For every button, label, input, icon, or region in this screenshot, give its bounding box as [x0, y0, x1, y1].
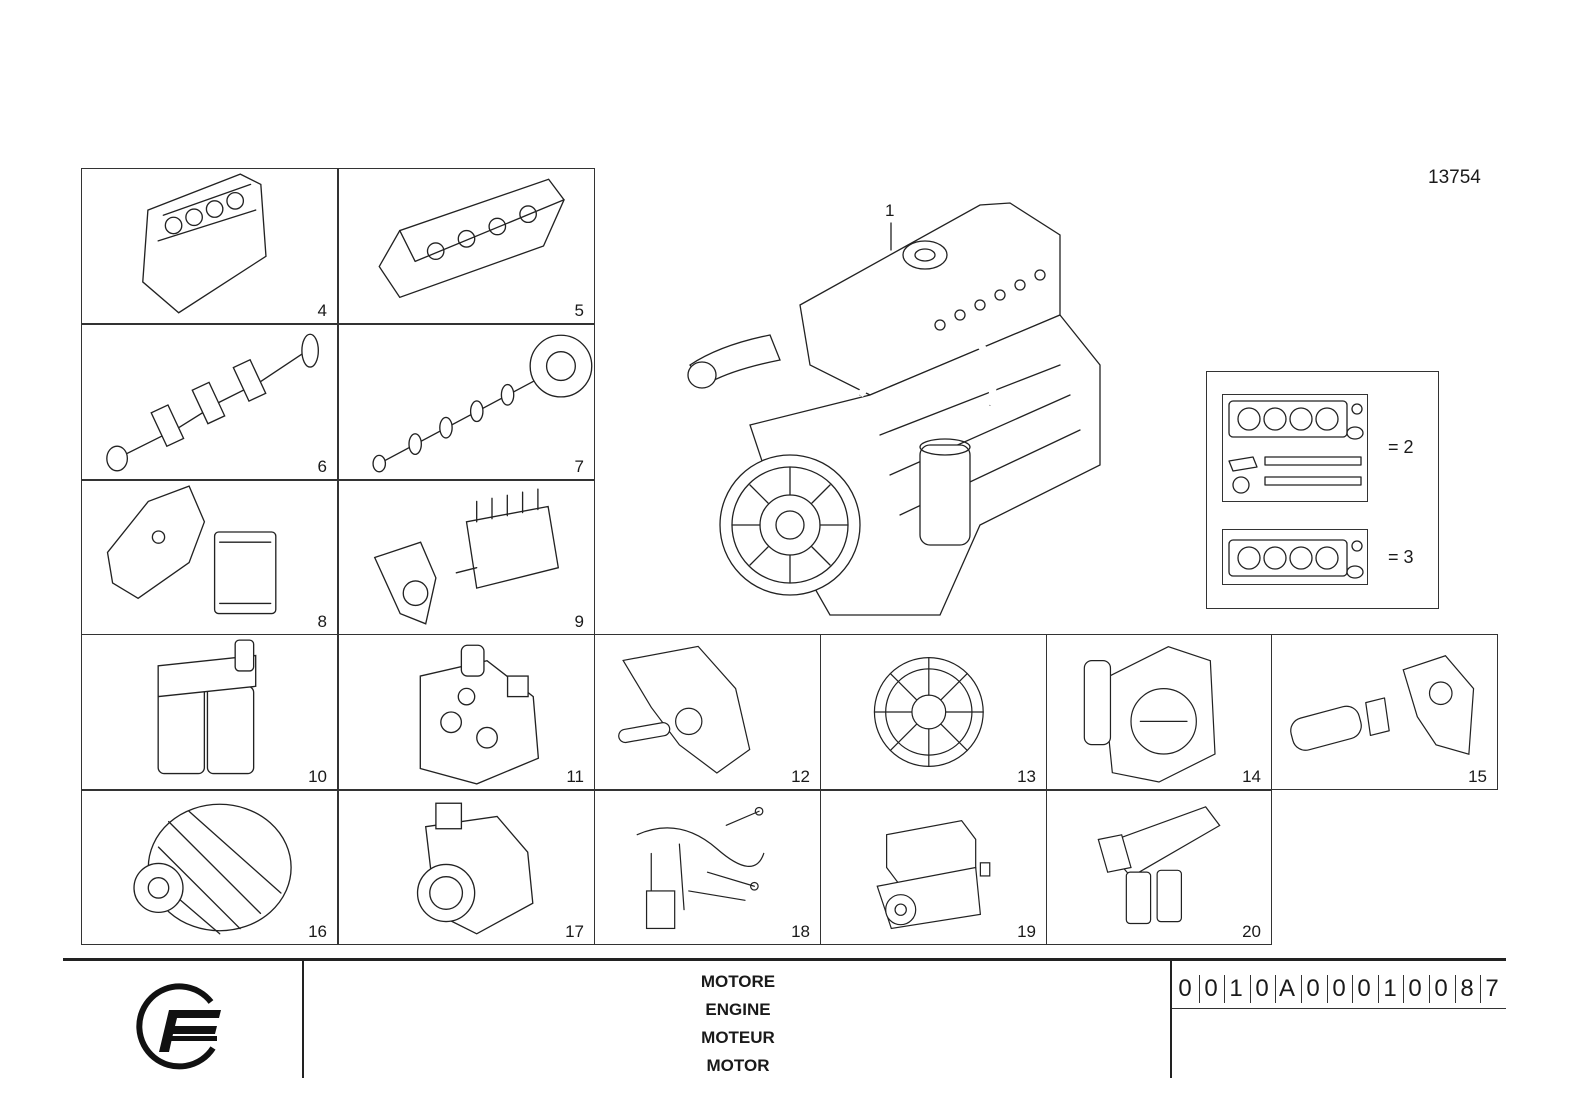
title-english: ENGINE: [705, 1000, 771, 1019]
code-character: 0: [1357, 975, 1371, 1002]
part-cell-4[interactable]: 4: [81, 168, 338, 324]
code-separator: [1250, 975, 1251, 1003]
part-number: 9: [574, 612, 584, 631]
title-french: MOTEUR: [701, 1028, 775, 1047]
gasket-head-icon: [1228, 539, 1364, 579]
part-number: 4: [317, 301, 327, 320]
title-block-divider-left: [302, 961, 304, 1078]
main-engine-illustration[interactable]: 1: [680, 195, 1140, 625]
part-cell-11[interactable]: 11: [338, 634, 595, 790]
code-character: 1: [1229, 975, 1243, 1002]
part-cell-16[interactable]: 16: [81, 790, 338, 945]
injection-pump-icon: [373, 488, 560, 625]
code-separator: [1275, 975, 1276, 1003]
code-character: 8: [1460, 975, 1474, 1002]
part-cell-13[interactable]: 13: [820, 634, 1047, 790]
title-block-divider-right: [1170, 961, 1172, 1078]
part-number: 17: [565, 922, 584, 941]
title-italian: MOTORE: [700, 972, 776, 991]
code-separator: [1455, 975, 1456, 1003]
code-separator: [1199, 975, 1200, 1003]
wiring-harness-icon: [636, 806, 765, 930]
part-number: 12: [791, 767, 810, 786]
gasket-sets-panel: = 2 = 3: [1206, 371, 1439, 609]
code-character: 0: [1204, 975, 1218, 1002]
part-cell-20[interactable]: 20: [1046, 790, 1272, 945]
gasket-set-lower-label: = 3: [1388, 547, 1414, 567]
code-separator: [1403, 975, 1404, 1003]
title-block-top-rule: [63, 958, 1506, 961]
cylinder-head-icon: [378, 178, 565, 299]
code-separator: [1327, 975, 1328, 1003]
code-separator: [1224, 975, 1225, 1003]
part-cell-5[interactable]: 5: [338, 168, 595, 324]
brand-logo-icon: [136, 983, 221, 1070]
part-cell-8[interactable]: 8: [81, 480, 338, 635]
air-compressor-icon: [876, 819, 991, 930]
gasket-set-upper-image[interactable]: [1222, 394, 1368, 502]
main-callout: 1: [885, 201, 895, 220]
part-number: 5: [574, 301, 584, 320]
part-number: 11: [566, 767, 584, 786]
code-underline: [1172, 1008, 1506, 1009]
part-cell-10[interactable]: 10: [81, 634, 338, 790]
part-number: 13: [1017, 767, 1036, 786]
oil-pump-icon: [618, 645, 751, 774]
code-character: A: [1278, 975, 1295, 1002]
engine-block-icon: [142, 173, 267, 314]
flywheel-housing-icon: [1083, 646, 1216, 783]
part-number: 19: [1017, 922, 1036, 941]
code-character: 0: [1434, 975, 1448, 1002]
fan-icon: [873, 657, 984, 767]
code-character: 0: [1332, 975, 1346, 1002]
gasket-set-lower-image[interactable]: [1222, 529, 1368, 585]
title-text-group: MOTORE ENGINE MOTEUR MOTOR: [604, 972, 872, 1082]
part-cell-9[interactable]: 9: [338, 480, 595, 635]
code-character: 1: [1383, 975, 1397, 1002]
title-german: MOTOR: [706, 1056, 770, 1075]
code-character: 7: [1485, 975, 1499, 1002]
part-number: 14: [1242, 767, 1261, 786]
part-number: 10: [308, 767, 327, 786]
part-cell-19[interactable]: 19: [820, 790, 1047, 945]
part-cell-15[interactable]: 15: [1271, 634, 1498, 790]
code-separator: [1378, 975, 1379, 1003]
alternator-icon: [133, 803, 292, 935]
code-character: 0: [1408, 975, 1422, 1002]
engine-assembly-icon: [687, 202, 1101, 616]
crankshaft-icon: [106, 333, 319, 472]
code-separator: [1429, 975, 1430, 1003]
part-number: 16: [308, 922, 327, 941]
code-separator: [1352, 975, 1353, 1003]
code-character: 0: [1306, 975, 1320, 1002]
gasket-kit-full-icon: [1228, 400, 1364, 494]
part-number: 18: [791, 922, 810, 941]
oil-filter-module-icon: [1097, 806, 1221, 925]
fuel-filter-icon: [157, 639, 257, 775]
part-number: 20: [1242, 922, 1261, 941]
turbocharger-icon: [416, 802, 534, 935]
code-separator: [1301, 975, 1302, 1003]
water-pump-icon: [419, 644, 540, 785]
code-character: 0: [1255, 975, 1269, 1002]
part-cell-18[interactable]: 18: [594, 790, 821, 945]
part-number: 7: [574, 457, 584, 476]
camshaft-icon: [372, 334, 593, 473]
code-character: 0: [1178, 975, 1192, 1002]
part-number: 6: [317, 457, 327, 476]
part-number: 15: [1468, 767, 1487, 786]
gasket-set-upper-label: = 2: [1388, 437, 1414, 457]
part-number: 8: [317, 612, 327, 631]
starter-motor-icon: [1290, 655, 1475, 755]
part-cell-12[interactable]: 12: [594, 634, 821, 790]
part-cell-14[interactable]: 14: [1046, 634, 1272, 790]
reference-number: 13754: [1428, 167, 1481, 188]
part-cell-17[interactable]: 17: [338, 790, 595, 945]
part-cell-7[interactable]: 7: [338, 324, 595, 480]
part-cell-6[interactable]: 6: [81, 324, 338, 480]
code-separator: [1480, 975, 1481, 1003]
ecu-bracket-icon: [106, 485, 277, 615]
